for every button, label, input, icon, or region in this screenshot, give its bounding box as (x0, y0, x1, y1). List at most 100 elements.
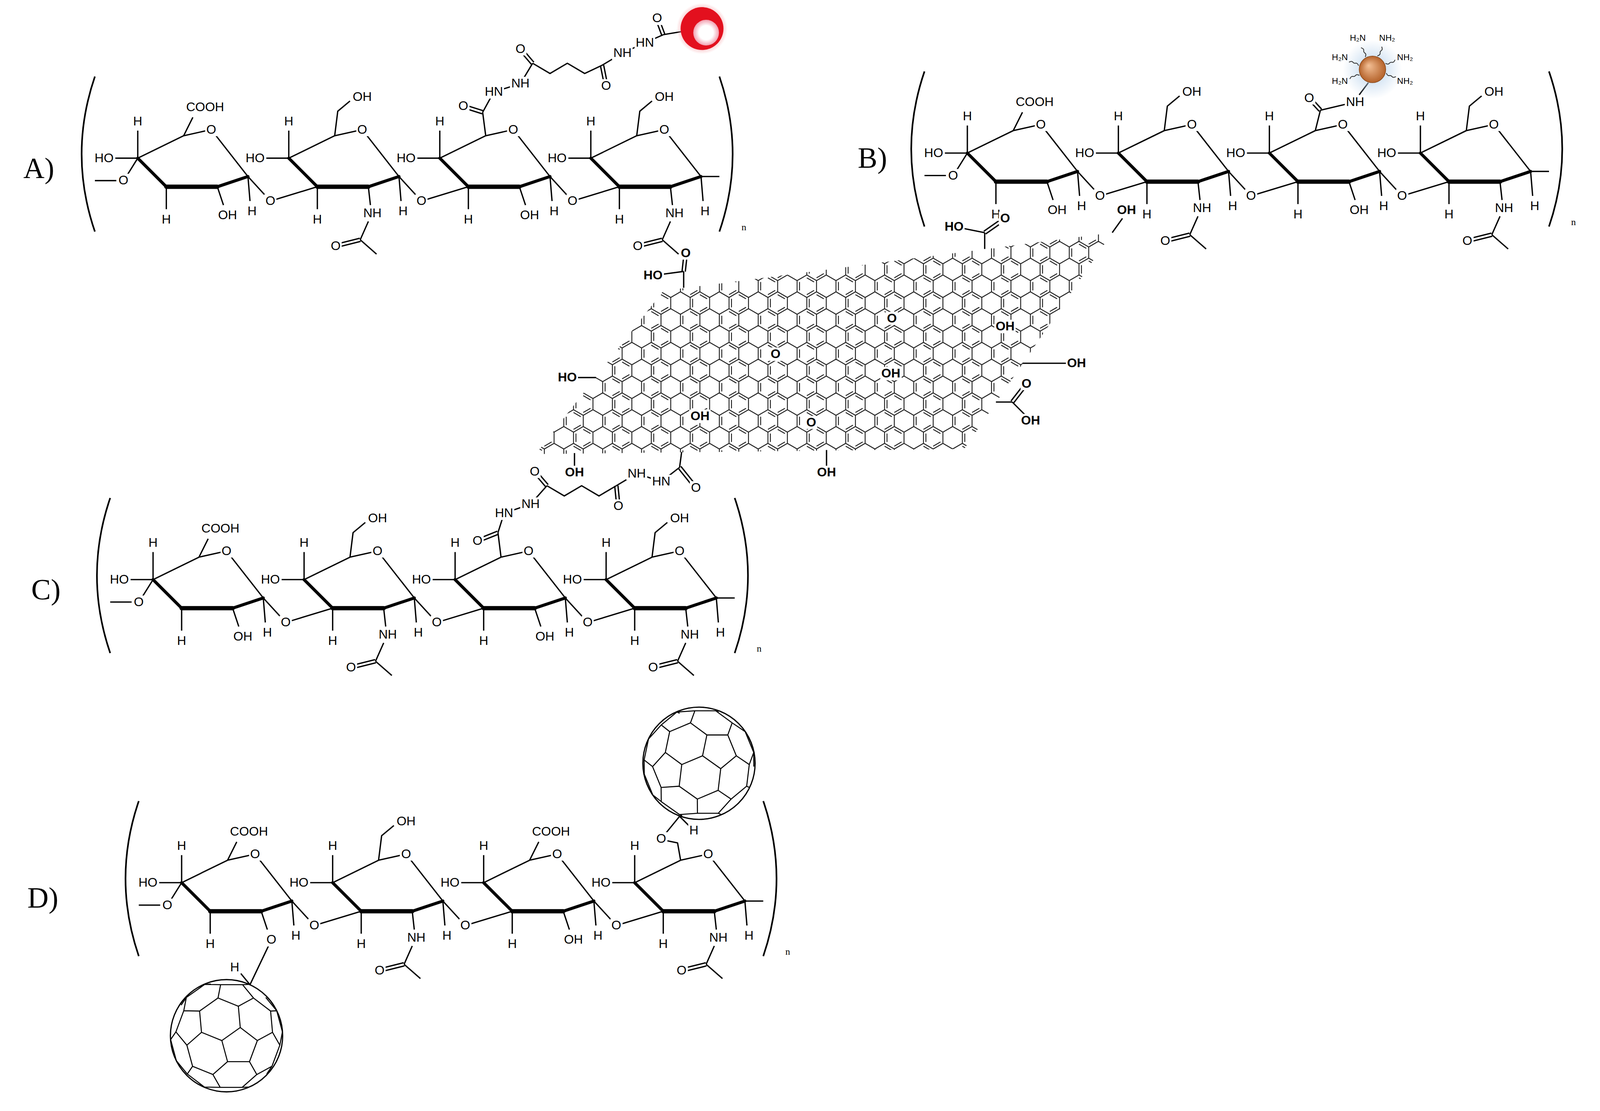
atom-label: O (265, 933, 278, 947)
repeat-bracket (719, 76, 733, 232)
chemical-bond (663, 909, 715, 914)
atom-label: H (449, 536, 461, 550)
atom-label: H (1528, 199, 1541, 213)
chemical-bond (334, 100, 351, 136)
panel-letter: A) (22, 153, 56, 184)
repeat-subscript: n (1569, 217, 1578, 228)
tether-line (1349, 61, 1359, 66)
graphene-group-label: O (769, 347, 782, 361)
chemical-bond (634, 860, 681, 883)
chemical-bond (165, 186, 167, 210)
chemical-bond (519, 176, 550, 187)
fullerene (642, 707, 756, 820)
chemical-bond (634, 882, 664, 912)
atom-label: HO (108, 572, 131, 587)
atom-label: H (298, 536, 310, 550)
atom-label: HN (634, 36, 656, 50)
chemical-bond (511, 911, 513, 934)
atom-label: NH (377, 627, 399, 642)
chemical-bond (532, 63, 602, 74)
chemical-bond (1530, 171, 1533, 196)
chemical-bond (414, 597, 417, 623)
chemical-bond (368, 176, 399, 187)
particle-highlight (693, 19, 719, 46)
chemical-bond (583, 578, 607, 581)
chemical-bond (1198, 171, 1229, 182)
chemical-bond (664, 129, 702, 177)
chemical-bond (1117, 125, 1119, 154)
graphene-group-label: O (679, 246, 692, 260)
chemical-bond (232, 597, 264, 609)
atom-label: H (585, 114, 597, 129)
chemical-bond (606, 579, 635, 609)
atom-label: OH (1483, 85, 1505, 99)
chemical-bond (512, 909, 564, 914)
atom-label: HO (1376, 146, 1398, 160)
chemical-bond (127, 158, 138, 175)
chemical-bond (716, 597, 719, 623)
fullerene-outline (642, 707, 756, 820)
atom-label: H (506, 937, 518, 951)
chemical-bond (1095, 152, 1119, 154)
atom-label: O (400, 847, 413, 861)
chemical-bond (94, 180, 117, 182)
chemical-bond (944, 152, 968, 154)
atom-label: H (261, 625, 273, 640)
chemical-bond (375, 661, 392, 676)
fullerene-cage (644, 710, 754, 816)
chemical-bond (1228, 171, 1231, 196)
atom-label: H (1292, 207, 1304, 222)
chemical-bond (180, 854, 182, 883)
atom-label: NH (1191, 201, 1213, 215)
chemical-bond (1491, 234, 1509, 249)
graphene-group-label: OH (994, 320, 1016, 334)
chemical-bond (383, 608, 386, 627)
chemical-bond (454, 579, 484, 609)
atom-label: HO (439, 875, 461, 890)
atom-label: O (528, 464, 541, 479)
atom-label: H (290, 928, 302, 943)
atom-label: O (1185, 117, 1199, 132)
repeat-bracket (96, 498, 111, 654)
chemical-bond (1499, 181, 1502, 200)
graphene-group-label: OH (1019, 413, 1042, 428)
chemical-bond (467, 186, 469, 210)
chemical-bond (1420, 153, 1449, 182)
amine-label: H₂N (1348, 33, 1367, 43)
chemical-bond (549, 176, 552, 201)
atom-label: O (415, 194, 428, 208)
chemical-bond (142, 579, 154, 596)
chemical-bond (138, 904, 161, 906)
atom-label: H (1112, 109, 1125, 124)
chemical-bond (605, 551, 607, 580)
atom-label: H (563, 625, 576, 640)
chemical-bond (417, 157, 440, 159)
chemical-bond (1420, 130, 1467, 154)
bond-group (94, 17, 1549, 985)
atom-label: HN (493, 506, 515, 520)
atom-label: O (132, 595, 145, 609)
atom-label: H (548, 204, 560, 219)
chemical-bond (1349, 171, 1380, 182)
atom-label: O (566, 194, 579, 208)
repeat-bracket (1548, 71, 1563, 227)
repeat-bracket (81, 76, 95, 232)
chemical-bond (1046, 181, 1053, 200)
chemical-bond (677, 642, 687, 662)
atom-label: H (434, 114, 446, 129)
chemical-bond (217, 176, 248, 187)
atom-label: HO (1224, 146, 1247, 160)
atom-label: H (1141, 207, 1153, 222)
atom-label: O (1034, 117, 1047, 132)
atom-label: NH (509, 77, 531, 91)
atom-label: HO (410, 572, 433, 587)
atom-label: O (1093, 189, 1107, 203)
atom-label: O (345, 660, 358, 675)
atom-label: O (430, 615, 443, 630)
fullerene-outline (170, 979, 283, 1092)
chemical-bond (1342, 124, 1380, 172)
atom-label: OH (395, 814, 417, 829)
chemical-bond (152, 551, 154, 580)
atom-label: O (600, 79, 613, 93)
chemical-bond (331, 608, 334, 631)
